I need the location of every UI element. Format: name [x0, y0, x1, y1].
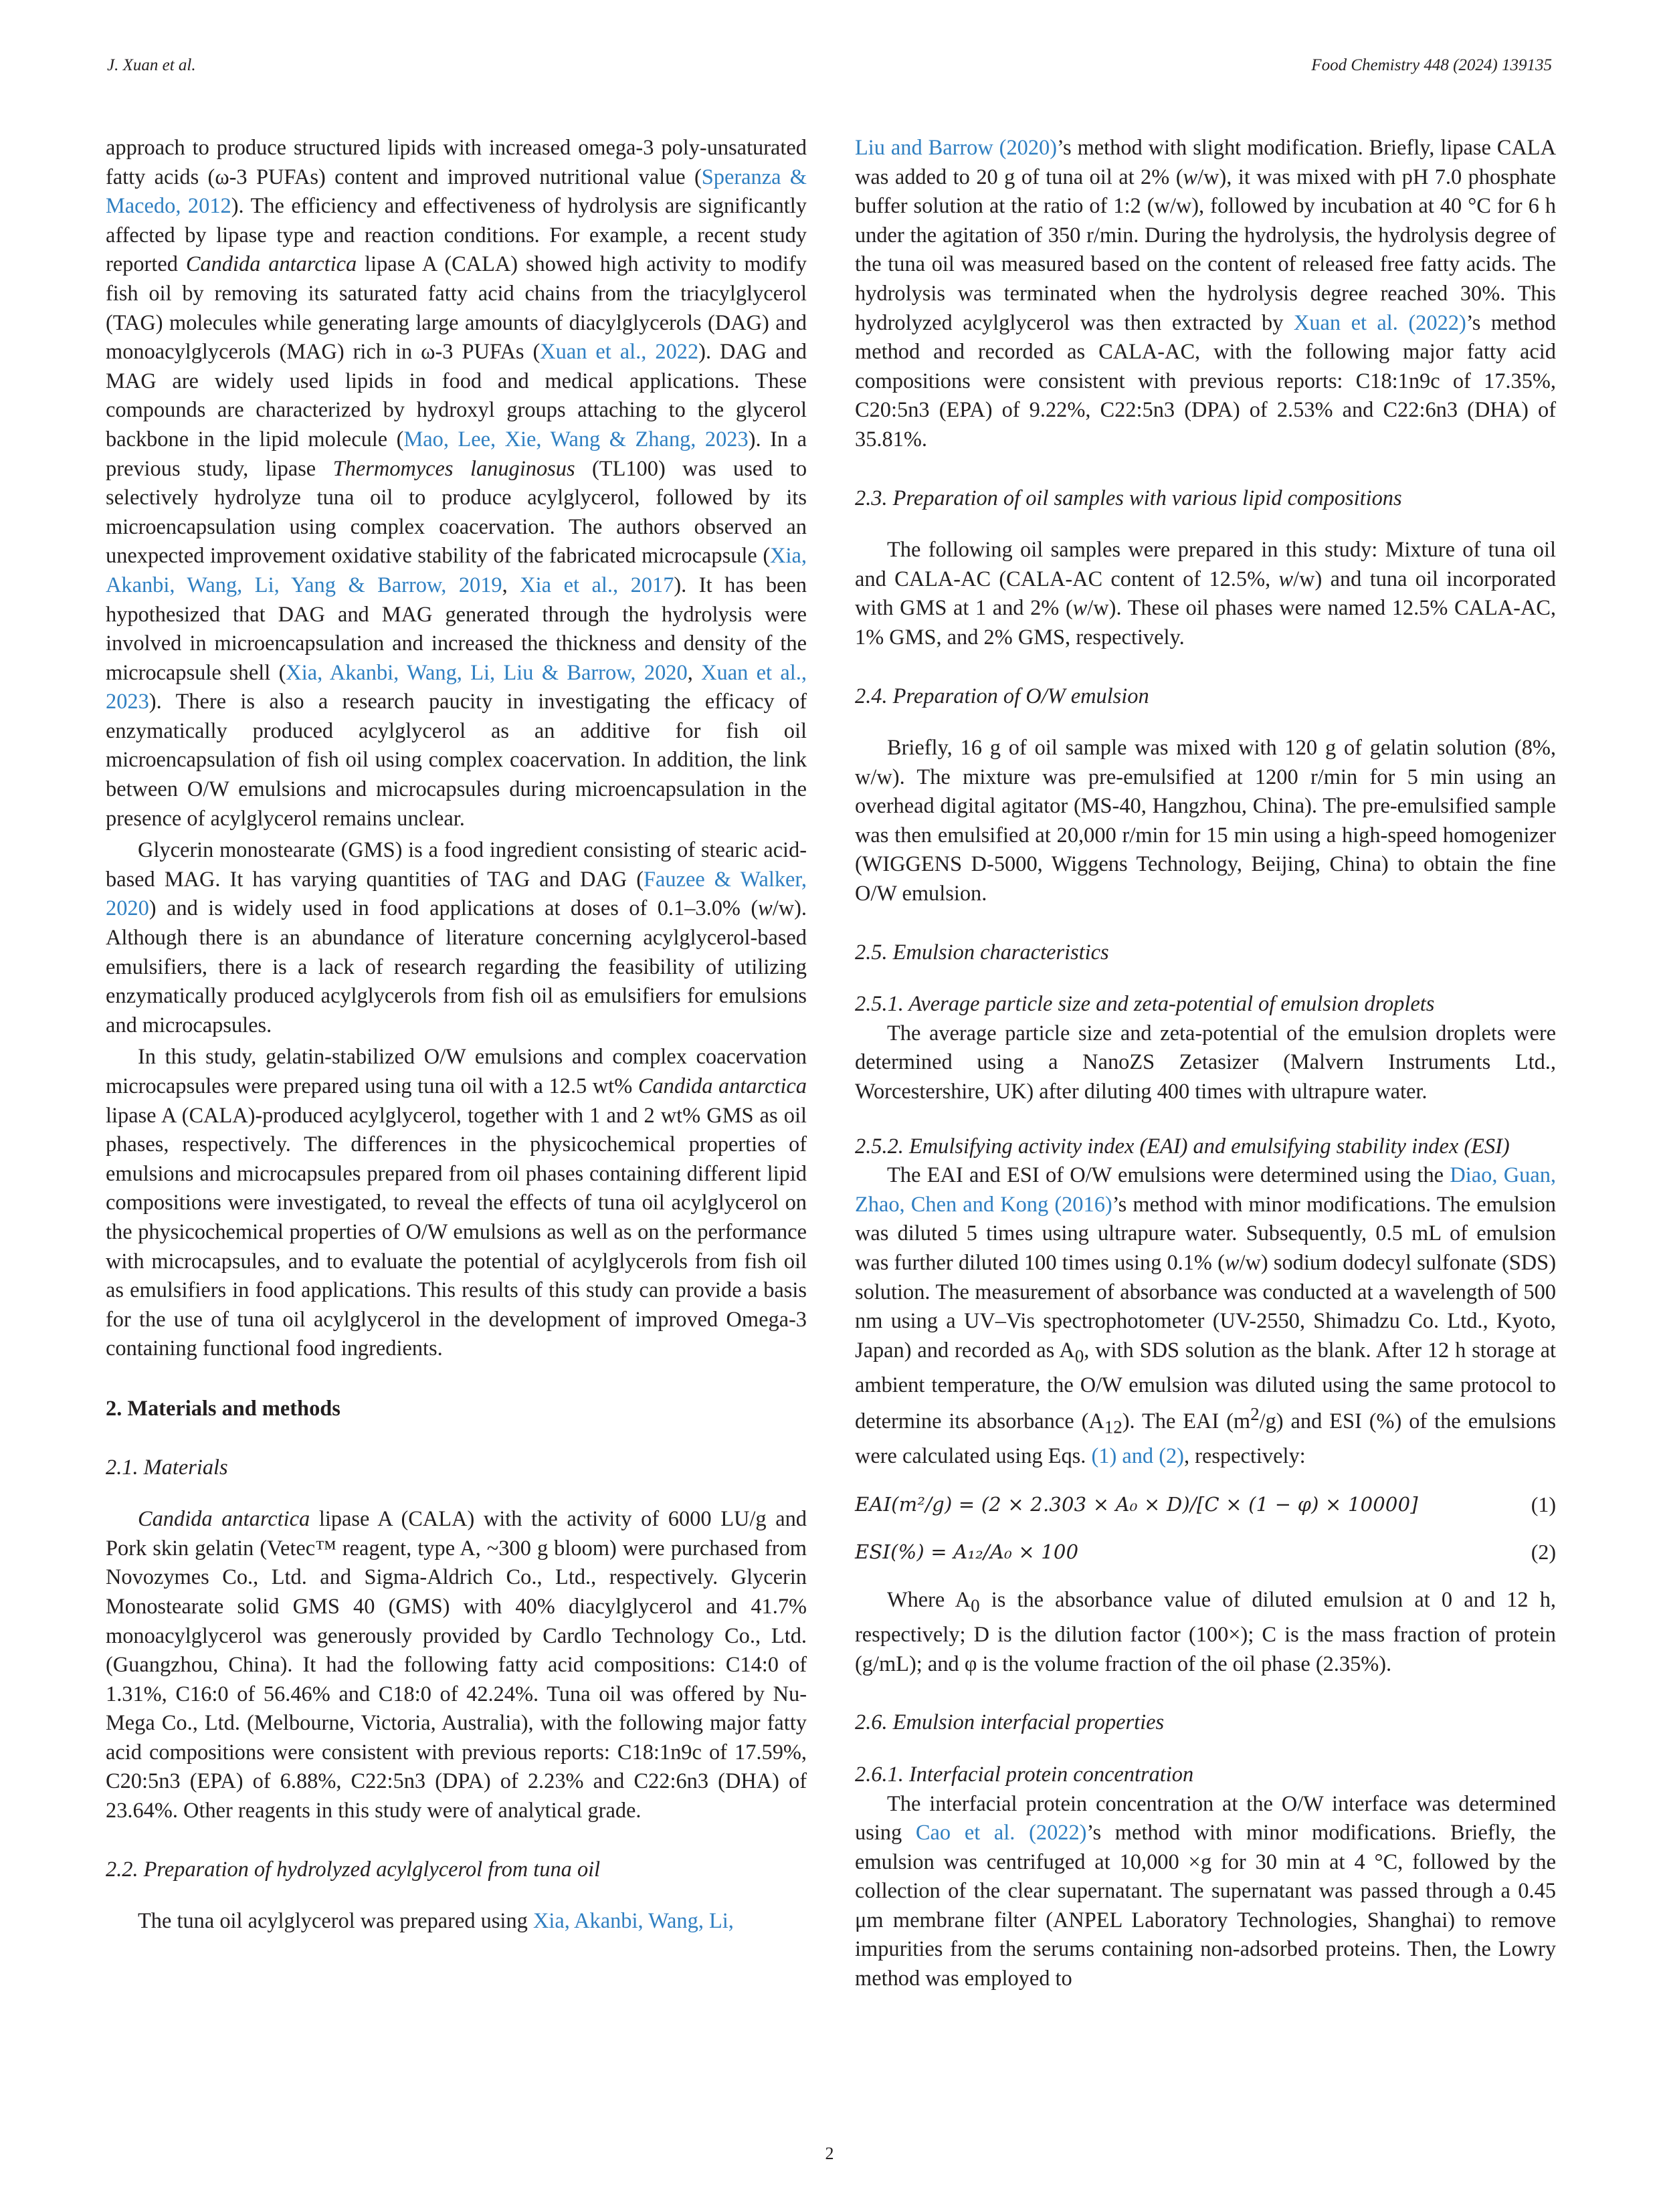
subscript: 0	[971, 1595, 980, 1616]
subsection-heading-2-4: 2.4. Preparation of O/W emulsion	[855, 684, 1149, 708]
paragraph-equation-definitions: Where A0 is the absorbance value of dilu…	[855, 1586, 1556, 1679]
text: is the absorbance value of diluted emuls…	[855, 1588, 1556, 1676]
citation-link[interactable]: Fauzee & Walker, 2020	[106, 867, 807, 921]
subscript: 0	[1074, 1346, 1084, 1367]
right-column: Liu and Barrow (2020)’s method with slig…	[855, 134, 1556, 1994]
text: , respectively:	[1183, 1444, 1306, 1469]
citation-link[interactable]: Xuan et al., 2023	[106, 660, 807, 714]
text: ’s method with slight modification. Brie…	[855, 136, 1556, 189]
subsubsection-heading-2-6-1: 2.6.1. Interfacial protein concentration	[855, 1762, 1194, 1787]
running-head: J. Xuan et al. Food Chemistry 448 (2024)…	[107, 56, 1552, 83]
subsection-heading-2-6: 2.6. Emulsion interfacial properties	[855, 1710, 1165, 1735]
text: The EAI and ESI of O/W emulsions were de…	[887, 1163, 1450, 1188]
paragraph-study-aim: In this study, gelatin-stabilized O/W em…	[106, 1043, 807, 1364]
text: lipase A (CALA) showed high activity to …	[106, 252, 807, 365]
text: The interfacial protein concentration at…	[855, 1791, 1556, 1845]
equation-2-number: (2)	[1531, 1540, 1556, 1565]
citation-link[interactable]: Mao, Lee, Xie, Wang & Zhang, 2023	[403, 427, 749, 451]
text: ) and is widely used in food application…	[149, 896, 759, 921]
text: /w) sodium dodecyl sulfonate (SDS) solut…	[855, 1251, 1556, 1363]
text: ). In a previous study, lipase	[106, 427, 807, 481]
text: ). The efficiency and effectiveness of h…	[106, 194, 807, 277]
species-name: Candida antarctica	[138, 1507, 310, 1532]
text: ’s method with minor modifications. Brie…	[855, 1821, 1556, 1991]
text: The tuna oil acylglycerol was prepared u…	[138, 1909, 533, 1934]
paragraph-hydrolysis-continued: Liu and Barrow (2020)’s method with slig…	[855, 134, 1556, 455]
citation-link[interactable]: Cao et al. (2022)	[915, 1821, 1087, 1845]
equation-1-expression: EAI(m²/g) = (2 × 2.303 × A₀ × D)/[C × (1…	[855, 1492, 1418, 1516]
species-name: Thermomyces lanuginosus	[332, 456, 575, 481]
text: /w). These oil phases were named 12.5% C…	[855, 596, 1557, 649]
paragraph-intro-continued: approach to produce structured lipids wi…	[106, 134, 807, 833]
equation-1: EAI(m²/g) = (2 × 2.303 × A₀ × D)/[C × (1…	[855, 1490, 1556, 1520]
superscript: 2	[1250, 1404, 1260, 1425]
subsubsection-heading-2-5-2: 2.5.2. Emulsifying activity index (EAI) …	[855, 1134, 1510, 1159]
text: (TL100) was used to selectively hydrolyz…	[106, 456, 807, 569]
italic-w: w	[758, 896, 773, 921]
paragraph-eai-esi: The EAI and ESI of O/W emulsions were de…	[855, 1161, 1556, 1472]
text: Where A	[887, 1588, 971, 1613]
citation-link[interactable]: Speranza & Macedo, 2012	[106, 165, 807, 219]
citation-link[interactable]: Xuan et al. (2022)	[1293, 310, 1466, 335]
paragraph-oil-samples: The following oil samples were prepared …	[855, 536, 1556, 652]
citation-link[interactable]: Xuan et al., 2022	[540, 340, 699, 365]
text: The following oil samples were prepared …	[855, 538, 1556, 591]
text: approach to produce structured lipids wi…	[106, 136, 807, 189]
subsection-heading-2-5: 2.5. Emulsion characteristics	[855, 940, 1109, 965]
subscript: 12	[1104, 1417, 1123, 1437]
equation-link[interactable]: (1) and (2)	[1091, 1444, 1184, 1469]
citation-link[interactable]: Xia et al., 2017	[520, 573, 674, 597]
section-heading-2: 2. Materials and methods	[106, 1396, 340, 1421]
paragraph-emulsion-prep: Briefly, 16 g of oil sample was mixed wi…	[855, 736, 1556, 906]
text: ,	[687, 660, 702, 685]
equation-1-number: (1)	[1531, 1492, 1556, 1516]
paragraph-particle-size: The average particle size and zeta-poten…	[855, 1021, 1556, 1104]
citation-link[interactable]: Liu and Barrow (2020)	[855, 136, 1058, 160]
text: ). There is also a research paucity in i…	[106, 690, 807, 831]
italic-w: w	[1072, 596, 1088, 621]
equation-2-expression: ESI(%) = A₁₂/A₀ × 100	[855, 1540, 1079, 1564]
text: ). DAG and MAG are widely used lipids in…	[106, 340, 807, 451]
text: ’s method with minor modifications. The …	[855, 1192, 1556, 1275]
text: /g) and ESI (%) of the emulsions were ca…	[855, 1409, 1556, 1469]
text: lipase A (CALA) with the activity of 600…	[106, 1507, 807, 1823]
text: /w) and tuna oil incorporated with GMS a…	[855, 567, 1556, 621]
italic-w: w	[1183, 165, 1198, 189]
subsubsection-heading-2-5-1: 2.5.1. Average particle size and zeta-po…	[855, 992, 1435, 1017]
subsection-heading-2-3: 2.3. Preparation of oil samples with var…	[855, 486, 1402, 510]
italic-w: w	[1278, 567, 1294, 591]
italic-w: w	[1224, 1251, 1240, 1275]
species-name: Candida antarctica	[638, 1074, 807, 1098]
text: ,	[502, 573, 520, 597]
text: In this study, gelatin-stabilized O/W em…	[106, 1045, 807, 1098]
header-journal: Food Chemistry 448 (2024) 139135	[1311, 56, 1552, 74]
text: lipase A (CALA)-produced acylglycerol, t…	[106, 1103, 807, 1361]
paragraph-interfacial-protein: The interfacial protein concentration at…	[855, 1790, 1556, 1994]
subsection-heading-2-1: 2.1. Materials	[106, 1455, 228, 1480]
citation-link[interactable]: Xia, Akanbi, Wang, Li, Liu & Barrow, 202…	[286, 660, 688, 685]
text: /w). Although there is an abundance of l…	[106, 896, 807, 1037]
left-column: approach to produce structured lipids wi…	[106, 134, 807, 1936]
header-authors: J. Xuan et al.	[107, 56, 196, 74]
citation-link[interactable]: Xia, Akanbi, Wang, Li,	[532, 1909, 734, 1934]
text: /w), it was mixed with pH 7.0 phosphate …	[855, 165, 1556, 335]
species-name: Candida antarctica	[185, 252, 357, 277]
text: ). The EAI (m	[1122, 1409, 1251, 1434]
paragraph-gms: Glycerin monostearate (GMS) is a food in…	[106, 836, 807, 1040]
paragraph-materials: Candida antarctica lipase A (CALA) with …	[106, 1505, 807, 1826]
text: , with SDS solution as the blank. After …	[855, 1338, 1556, 1434]
citation-link[interactable]: Xia, Akanbi, Wang, Li, Yang & Barrow, 20…	[106, 544, 807, 597]
text: ). It has been hypothesized that DAG and…	[106, 573, 807, 685]
text: Glycerin monostearate (GMS) is a food in…	[106, 838, 807, 892]
page-number: 2	[825, 2144, 834, 2163]
text: ’s method method and recorded as CALA-AC…	[855, 310, 1556, 451]
equation-2: ESI(%) = A₁₂/A₀ × 100 (2)	[855, 1538, 1556, 1567]
subsection-heading-2-2: 2.2. Preparation of hydrolyzed acylglyce…	[106, 1857, 601, 1882]
paragraph-hydrolysis-start: The tuna oil acylglycerol was prepared u…	[106, 1907, 807, 1936]
citation-link[interactable]: Diao, Guan, Zhao, Chen and Kong (2016)	[855, 1163, 1556, 1217]
